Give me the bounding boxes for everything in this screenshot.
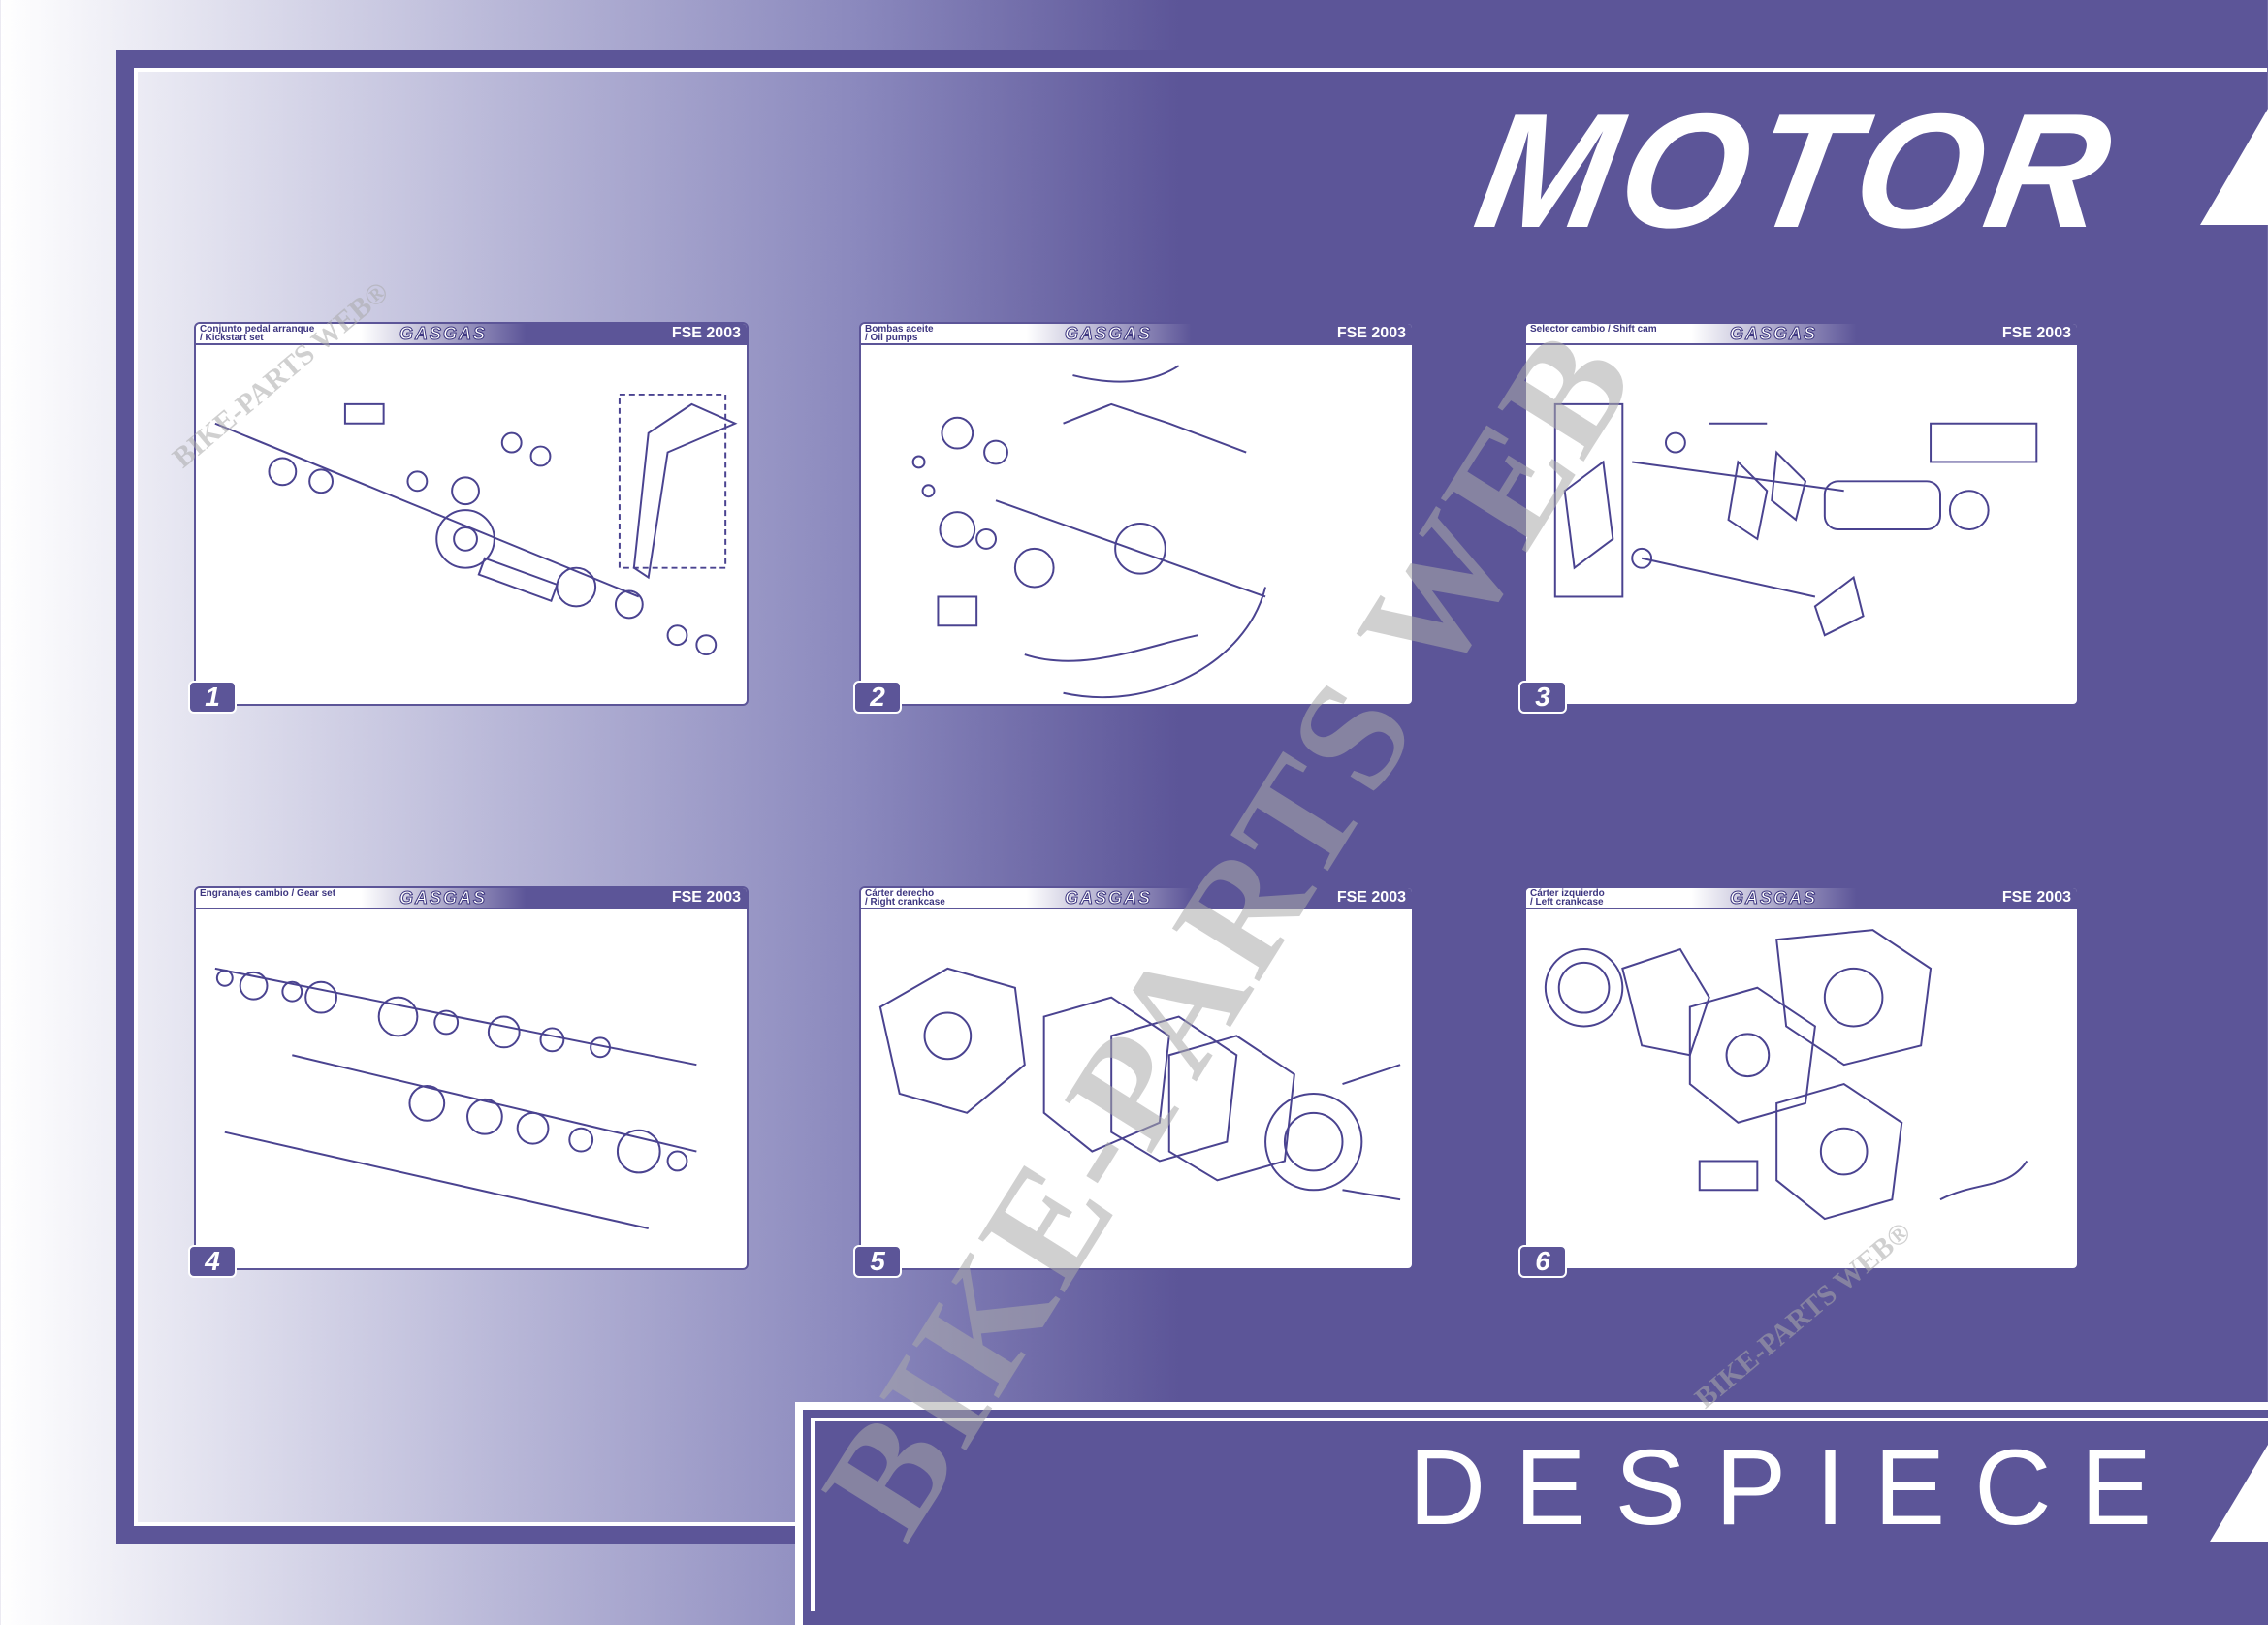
brand-logo: GASGAS <box>1064 888 1153 908</box>
diagram-card-left-crankcase[interactable]: Cárter izquierdo / Left crankcase GASGAS… <box>1524 886 2079 1270</box>
kickstart-exploded-diagram <box>214 393 738 656</box>
diagram-card-kickstart[interactable]: Conjunto pedal arranque / Kickstart set … <box>194 322 749 706</box>
brand-logo: GASGAS <box>1064 324 1153 344</box>
brand-logo: GASGAS <box>399 324 488 344</box>
card-header: Conjunto pedal arranque / Kickstart set … <box>196 324 747 345</box>
card-number-badge: 3 <box>1518 681 1567 714</box>
gear-set-exploded-diagram <box>214 967 697 1229</box>
card-label: Bombas aceite / Oil pumps <box>865 324 934 343</box>
diagram-card-gear-set[interactable]: Engranajes cambio / Gear set GASGAS FSE … <box>194 886 749 1270</box>
diagram-card-right-crankcase[interactable]: Cárter derecho / Right crankcase GASGAS … <box>859 886 1414 1270</box>
card-model: FSE 2003 <box>1336 325 1406 341</box>
card-header: Cárter izquierdo / Left crankcase GASGAS… <box>1526 888 2077 909</box>
oil-pumps-exploded-diagram <box>911 365 1267 699</box>
card-number-badge: 1 <box>188 681 237 714</box>
card-model: FSE 2003 <box>671 889 741 906</box>
card-label: Cárter izquierdo / Left crankcase <box>1530 888 1605 908</box>
card-label: Cárter derecho / Right crankcase <box>865 888 945 908</box>
subtitle-slash-decoration <box>2210 1445 2268 1542</box>
brand-logo: GASGAS <box>1729 324 1818 344</box>
subtitle-panel <box>795 1402 2268 1625</box>
card-header: Selector cambio / Shift cam GASGAS FSE 2… <box>1526 324 2077 345</box>
subtitle-panel-inner-line <box>811 1418 2268 1611</box>
card-label: Conjunto pedal arranque / Kickstart set <box>200 324 315 343</box>
title-slash-decoration <box>2200 109 2268 225</box>
card-label: Selector cambio / Shift cam <box>1530 324 1657 335</box>
card-model: FSE 2003 <box>1336 889 1406 906</box>
diagram-card-shift-cam[interactable]: Selector cambio / Shift cam GASGAS FSE 2… <box>1524 322 2079 706</box>
card-header: Engranajes cambio / Gear set GASGAS FSE … <box>196 888 747 909</box>
page-title: MOTOR <box>1464 80 2129 262</box>
card-header: Cárter derecho / Right crankcase GASGAS … <box>861 888 1412 909</box>
card-number-badge: 4 <box>188 1245 237 1278</box>
card-model: FSE 2003 <box>671 325 741 341</box>
card-model: FSE 2003 <box>2001 889 2071 906</box>
card-header: Bombas aceite / Oil pumps GASGAS FSE 200… <box>861 324 1412 345</box>
card-label: Engranajes cambio / Gear set <box>200 888 336 899</box>
brand-logo: GASGAS <box>1729 888 1818 908</box>
diagram-card-oil-pumps[interactable]: Bombas aceite / Oil pumps GASGAS FSE 200… <box>859 322 1414 706</box>
card-number-badge: 5 <box>853 1245 902 1278</box>
right-crankcase-exploded-diagram <box>878 967 1401 1201</box>
card-model: FSE 2003 <box>2001 325 2071 341</box>
left-crankcase-exploded-diagram <box>1544 929 2028 1221</box>
shift-cam-exploded-diagram <box>1553 402 2038 637</box>
card-number-badge: 2 <box>853 681 902 714</box>
card-number-badge: 6 <box>1518 1245 1567 1278</box>
page-subtitle: DESPIECE <box>1408 1428 2181 1547</box>
inner-frame <box>134 68 2267 1526</box>
brand-logo: GASGAS <box>399 888 488 908</box>
